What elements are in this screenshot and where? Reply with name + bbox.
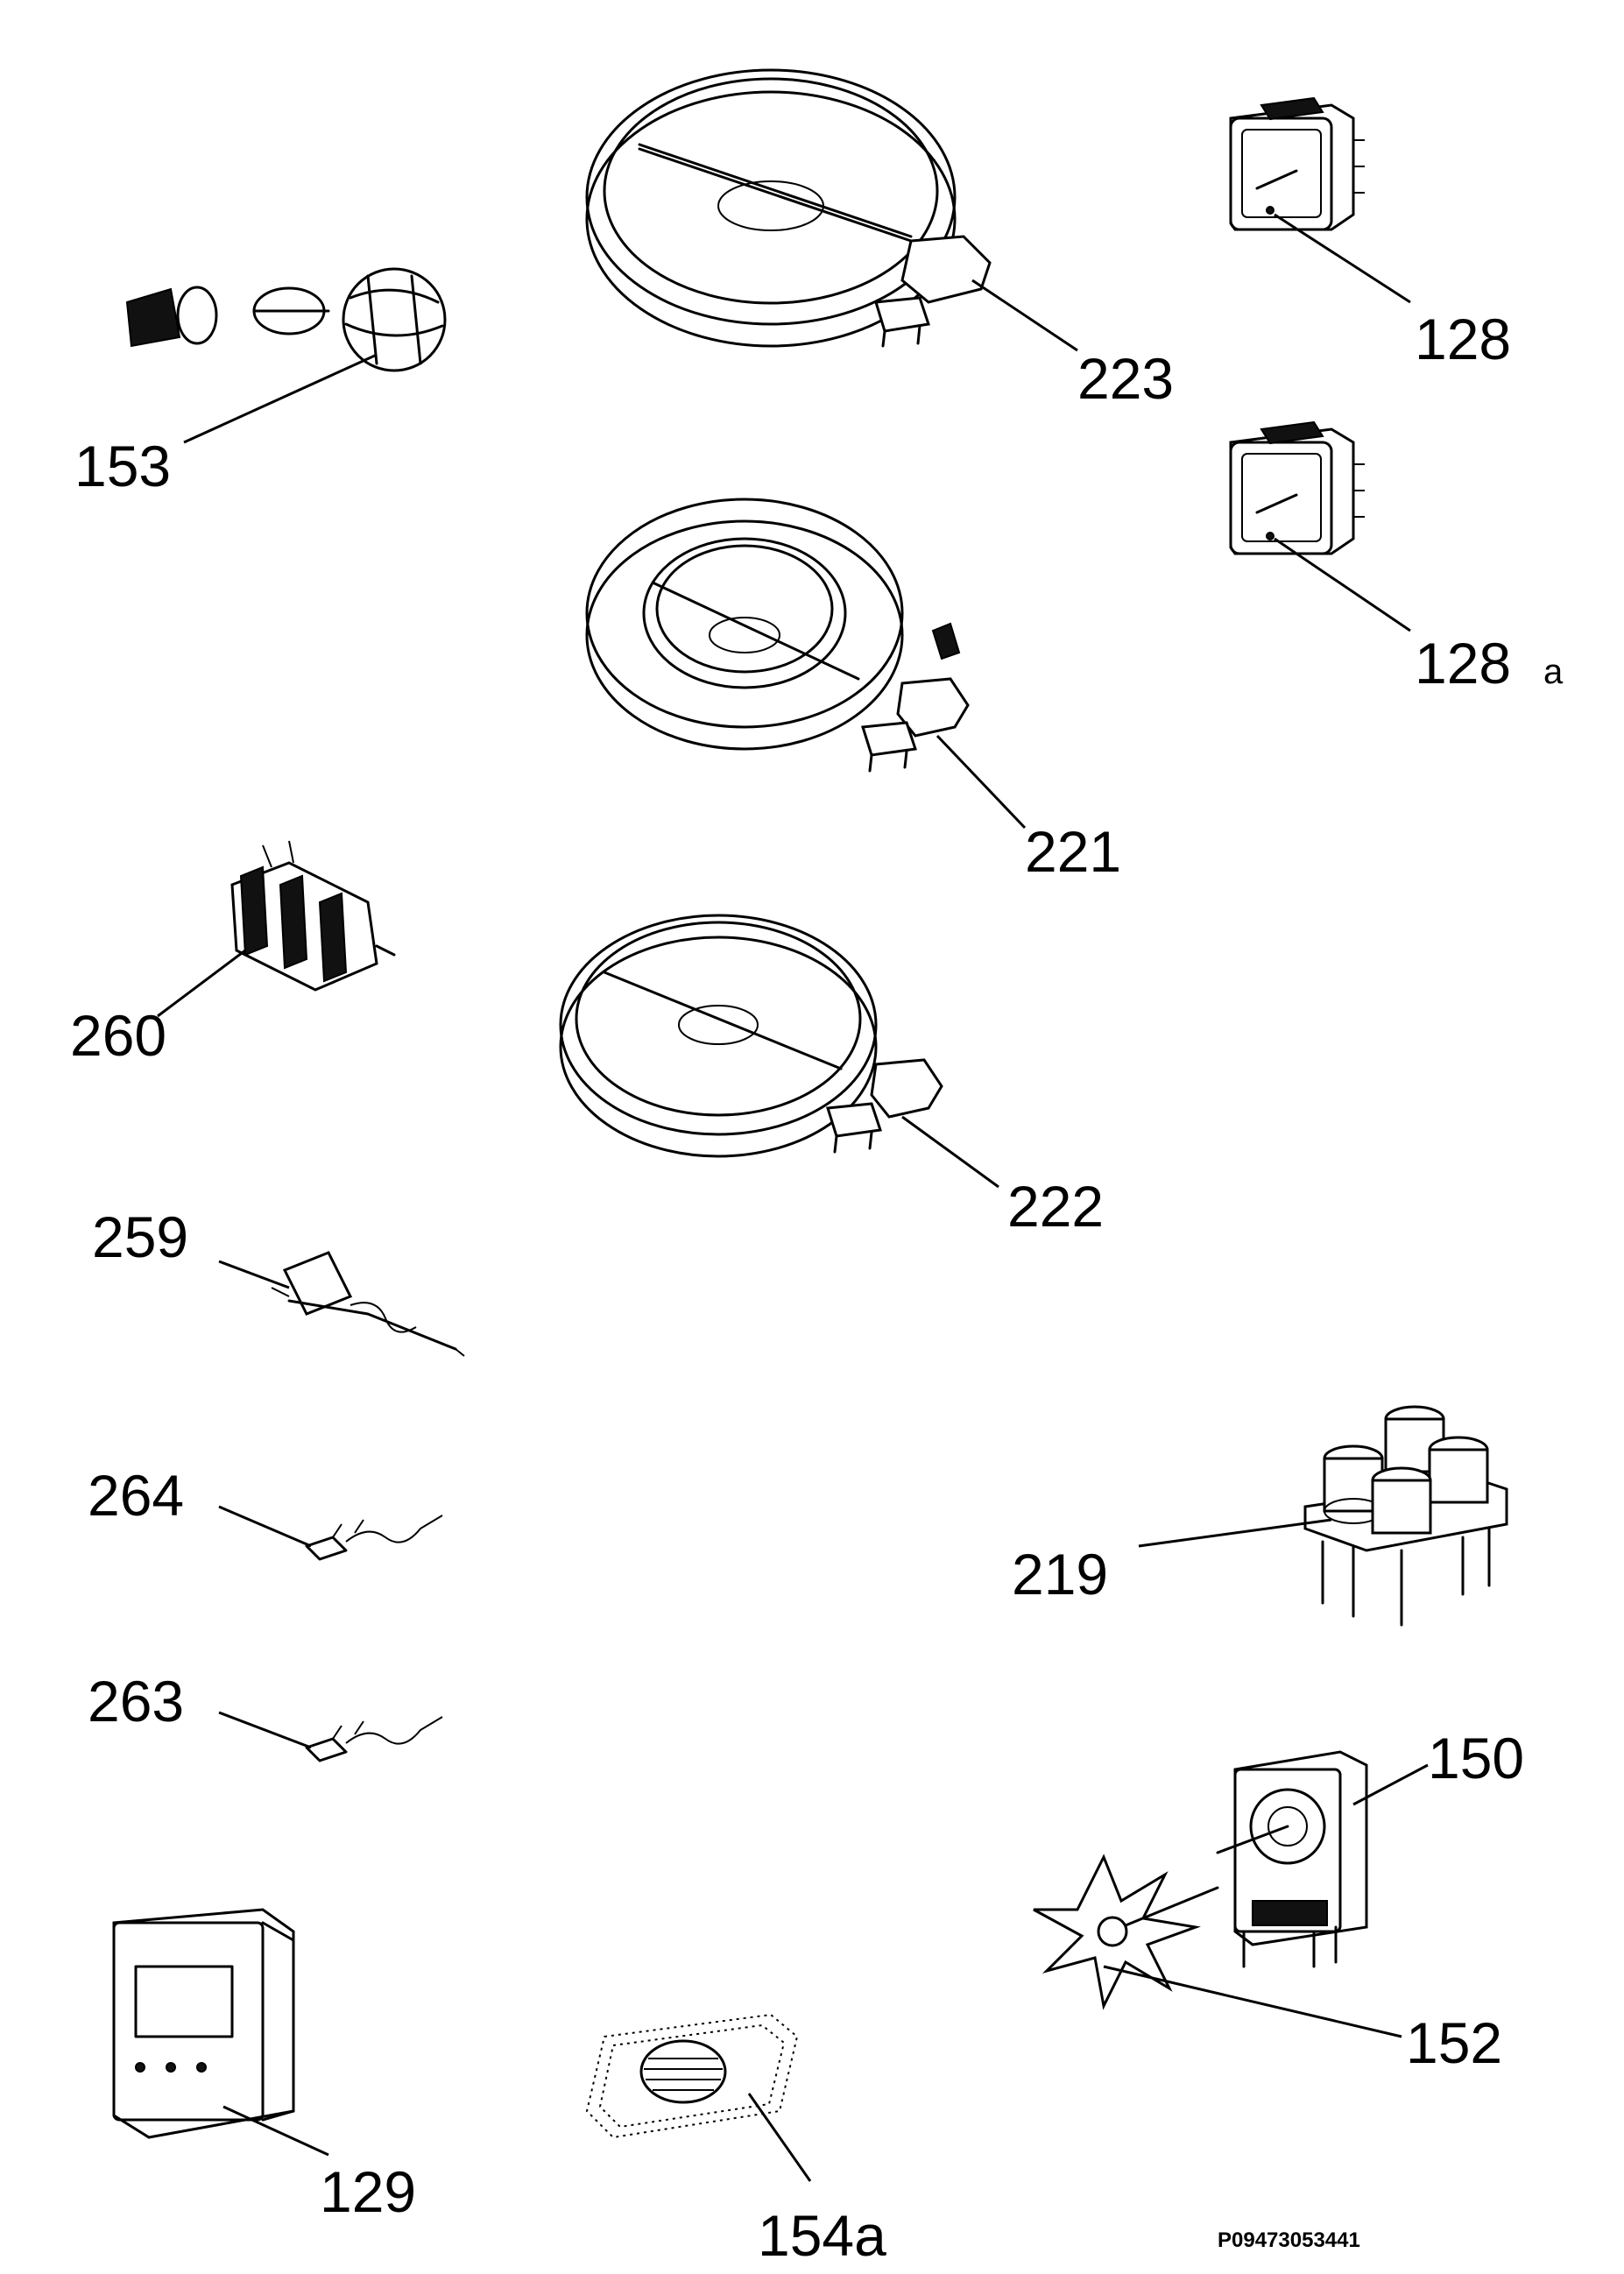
- leader-221: [936, 734, 1027, 830]
- label-260: 260: [70, 1003, 166, 1068]
- leader-219: [1138, 1518, 1332, 1548]
- label-129: 129: [320, 2159, 416, 2224]
- label-219: 219: [1012, 1542, 1108, 1607]
- label-128: 128: [1415, 307, 1511, 371]
- label-153: 153: [74, 434, 171, 498]
- leader-259: [218, 1260, 290, 1289]
- part-223-large-heating-element[interactable]: [585, 68, 992, 348]
- part-222-heating-element[interactable]: [559, 914, 943, 1158]
- label-221: 221: [1025, 819, 1121, 884]
- part-263-connector[interactable]: [305, 1716, 443, 1762]
- label-154a: 154a: [758, 2203, 886, 2268]
- part-129-electronic-timer[interactable]: [112, 1908, 295, 2139]
- part-154a-fan-cover[interactable]: [585, 2013, 799, 2139]
- part-259-thermostat[interactable]: [271, 1251, 465, 1357]
- leader-222: [901, 1115, 999, 1189]
- part-260-selector-switch[interactable]: [230, 840, 396, 992]
- leader-154a: [747, 2093, 812, 2182]
- label-128a: 128: [1415, 631, 1511, 696]
- leader-152: [1103, 1965, 1402, 2038]
- leader-260: [157, 949, 246, 1018]
- leader-263: [218, 1711, 312, 1749]
- drawing-code: P09473053441: [1218, 2228, 1360, 2252]
- leader-150: [1352, 1763, 1429, 1806]
- part-153-oven-lamp[interactable]: [125, 267, 447, 372]
- label-223: 223: [1077, 346, 1174, 411]
- part-219-capacitor-block[interactable]: [1303, 1405, 1508, 1627]
- part-128a-energy-regulator[interactable]: [1229, 420, 1365, 555]
- part-264-connector[interactable]: [305, 1515, 443, 1561]
- part-221-dual-heating-element[interactable]: [585, 498, 970, 773]
- label-263: 263: [88, 1669, 184, 1734]
- part-152-fan-blade[interactable]: [1033, 1854, 1219, 2010]
- leader-264: [218, 1505, 312, 1548]
- leader-128: [1274, 213, 1411, 304]
- part-128-energy-regulator[interactable]: [1229, 96, 1365, 231]
- label-150: 150: [1428, 1726, 1524, 1790]
- label-152: 152: [1406, 2010, 1502, 2075]
- leader-153: [183, 353, 378, 444]
- label-128a-suffix: a: [1543, 653, 1564, 691]
- leader-223: [971, 279, 1078, 352]
- leader-129: [222, 2105, 329, 2157]
- label-222: 222: [1007, 1174, 1104, 1239]
- label-259: 259: [92, 1204, 188, 1269]
- leader-128a: [1274, 537, 1411, 632]
- label-264: 264: [88, 1463, 184, 1528]
- part-150-fan-motor[interactable]: [1216, 1750, 1368, 1968]
